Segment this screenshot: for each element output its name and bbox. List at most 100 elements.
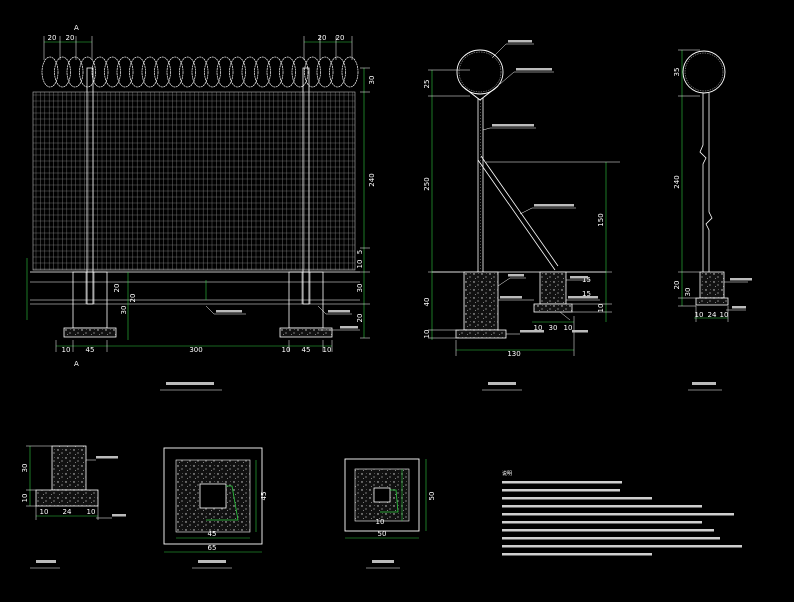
- note-line: [502, 513, 734, 516]
- sec-a-dim-15b: 15: [582, 290, 591, 298]
- sec-b-foot-10: 10: [695, 311, 704, 319]
- right-dim-10: 10: [356, 260, 364, 269]
- section-a: 25 250 40 10 150 10 10 30 10 130 15 15: [423, 40, 620, 391]
- sec-a-dim-25: 25: [423, 80, 431, 89]
- top-dim-4: 20: [336, 34, 345, 42]
- note-line: [502, 505, 702, 508]
- razor-wire-coil: [41, 56, 359, 88]
- note-line: [502, 489, 620, 492]
- sec-a-foot-10b: 10: [564, 324, 573, 332]
- note-bar: [732, 306, 746, 309]
- left-dim-20b: 20: [129, 294, 137, 303]
- note-bar: [328, 310, 350, 313]
- general-notes: 说明: [502, 470, 742, 556]
- plan1-dim-65: 65: [208, 544, 217, 552]
- sec-a-dim-10r: 10: [597, 304, 605, 313]
- section-a-dimension-lines: [431, 70, 607, 351]
- plan2-dim-50: 50: [378, 530, 387, 538]
- top-dim-1: 20: [48, 34, 57, 42]
- note-line: [502, 553, 652, 556]
- mesh-panel: [32, 91, 356, 271]
- note-bar: [570, 276, 588, 279]
- note-bar: [508, 274, 524, 277]
- section-a-leaders: [482, 43, 600, 335]
- section-b: 35 240 20 30 10 24 10: [673, 49, 752, 391]
- footing-plan-small: 50 50 10: [344, 458, 436, 569]
- sec-b-dim-35: 35: [673, 68, 681, 77]
- plan1-dim-45: 45: [208, 530, 217, 538]
- right-dim-20: 20: [356, 314, 364, 323]
- footing-bot-10b: 10: [87, 508, 96, 516]
- right-dim-30b: 30: [356, 284, 364, 293]
- note-bar: [572, 330, 588, 333]
- footing-bot-10: 10: [40, 508, 49, 516]
- right-dim-5: 5: [356, 250, 364, 254]
- note-line: [502, 529, 714, 532]
- top-dim-3: 20: [318, 34, 327, 42]
- section-b-extension-lines: [678, 49, 748, 322]
- note-bar: [216, 310, 242, 313]
- note-bar: [492, 124, 534, 127]
- sec-b-dim-240: 240: [673, 175, 681, 188]
- left-dim-30: 30: [120, 306, 128, 315]
- elevation-dimension-lines: [26, 41, 365, 347]
- note-line: [502, 497, 652, 500]
- note-line: [502, 521, 702, 524]
- note-bar: [520, 330, 544, 333]
- sec-a-dim-130: 130: [507, 350, 520, 358]
- note-bar: [500, 296, 522, 299]
- razor-coil-end: [682, 50, 726, 94]
- plan1-title: [198, 560, 226, 563]
- foundation-left: [63, 271, 117, 338]
- note-bar: [730, 278, 752, 281]
- post-foundation: [463, 271, 499, 331]
- right-dim-30: 30: [368, 76, 376, 85]
- section-a-extension-lines: [428, 69, 620, 356]
- fence-post-right: [302, 67, 310, 305]
- bottom-dim-10c: 10: [323, 346, 332, 354]
- section-b-dimension-lines: [681, 50, 728, 319]
- bottom-dim-10b: 10: [282, 346, 291, 354]
- right-dim-240: 240: [368, 173, 376, 186]
- razor-coil-section: [456, 49, 504, 95]
- note-bar: [516, 68, 552, 71]
- bottom-dim-45: 45: [86, 346, 95, 354]
- section-a-title: [488, 382, 516, 385]
- plan2-dim-10: 10: [376, 518, 385, 526]
- bottom-dim-300: 300: [189, 346, 202, 354]
- sec-b-dim-20: 20: [673, 281, 681, 290]
- footing-dim-30: 30: [21, 464, 29, 473]
- left-dim-20: 20: [113, 284, 121, 293]
- footing-bot-24: 24: [63, 508, 72, 516]
- footing-dim-10: 10: [21, 494, 29, 503]
- footing-detail: 30 10 10 24 10: [21, 445, 126, 569]
- sec-b-foot-24: 24: [708, 311, 717, 319]
- sec-b-foot-10b: 10: [720, 311, 729, 319]
- mesh-grid: [33, 92, 355, 270]
- fence-elevation: 20 20 20 20 30 240 5 10 30 20 20 30 20 1…: [26, 24, 376, 391]
- plan1-dim-side: 45: [260, 492, 268, 501]
- bottom-dim-10: 10: [62, 346, 71, 354]
- notes-heading: 说明: [502, 470, 512, 477]
- note-bar: [96, 456, 118, 459]
- plan2-title: [372, 560, 394, 563]
- fence-post-left: [86, 67, 94, 305]
- note-bar: [508, 40, 532, 43]
- elevation-leaders: [205, 305, 360, 331]
- sec-a-dim-40: 40: [423, 298, 431, 307]
- foundation-right: [279, 271, 333, 338]
- section-mark-a-bottom: A: [74, 360, 79, 368]
- note-line: [502, 537, 720, 540]
- notes-text-block: [502, 481, 742, 556]
- sec-b-dim-30: 30: [684, 288, 692, 297]
- note-line: [502, 481, 622, 484]
- sec-a-foot-30: 30: [549, 324, 558, 332]
- sec-a-foot-10: 10: [534, 324, 543, 332]
- plan2-dim-side: 50: [428, 492, 436, 501]
- top-dim-2: 20: [66, 34, 75, 42]
- note-line: [502, 545, 742, 548]
- section-mark-a-top: A: [74, 24, 79, 32]
- sec-a-dim-150: 150: [597, 213, 605, 226]
- note-bar: [112, 514, 126, 517]
